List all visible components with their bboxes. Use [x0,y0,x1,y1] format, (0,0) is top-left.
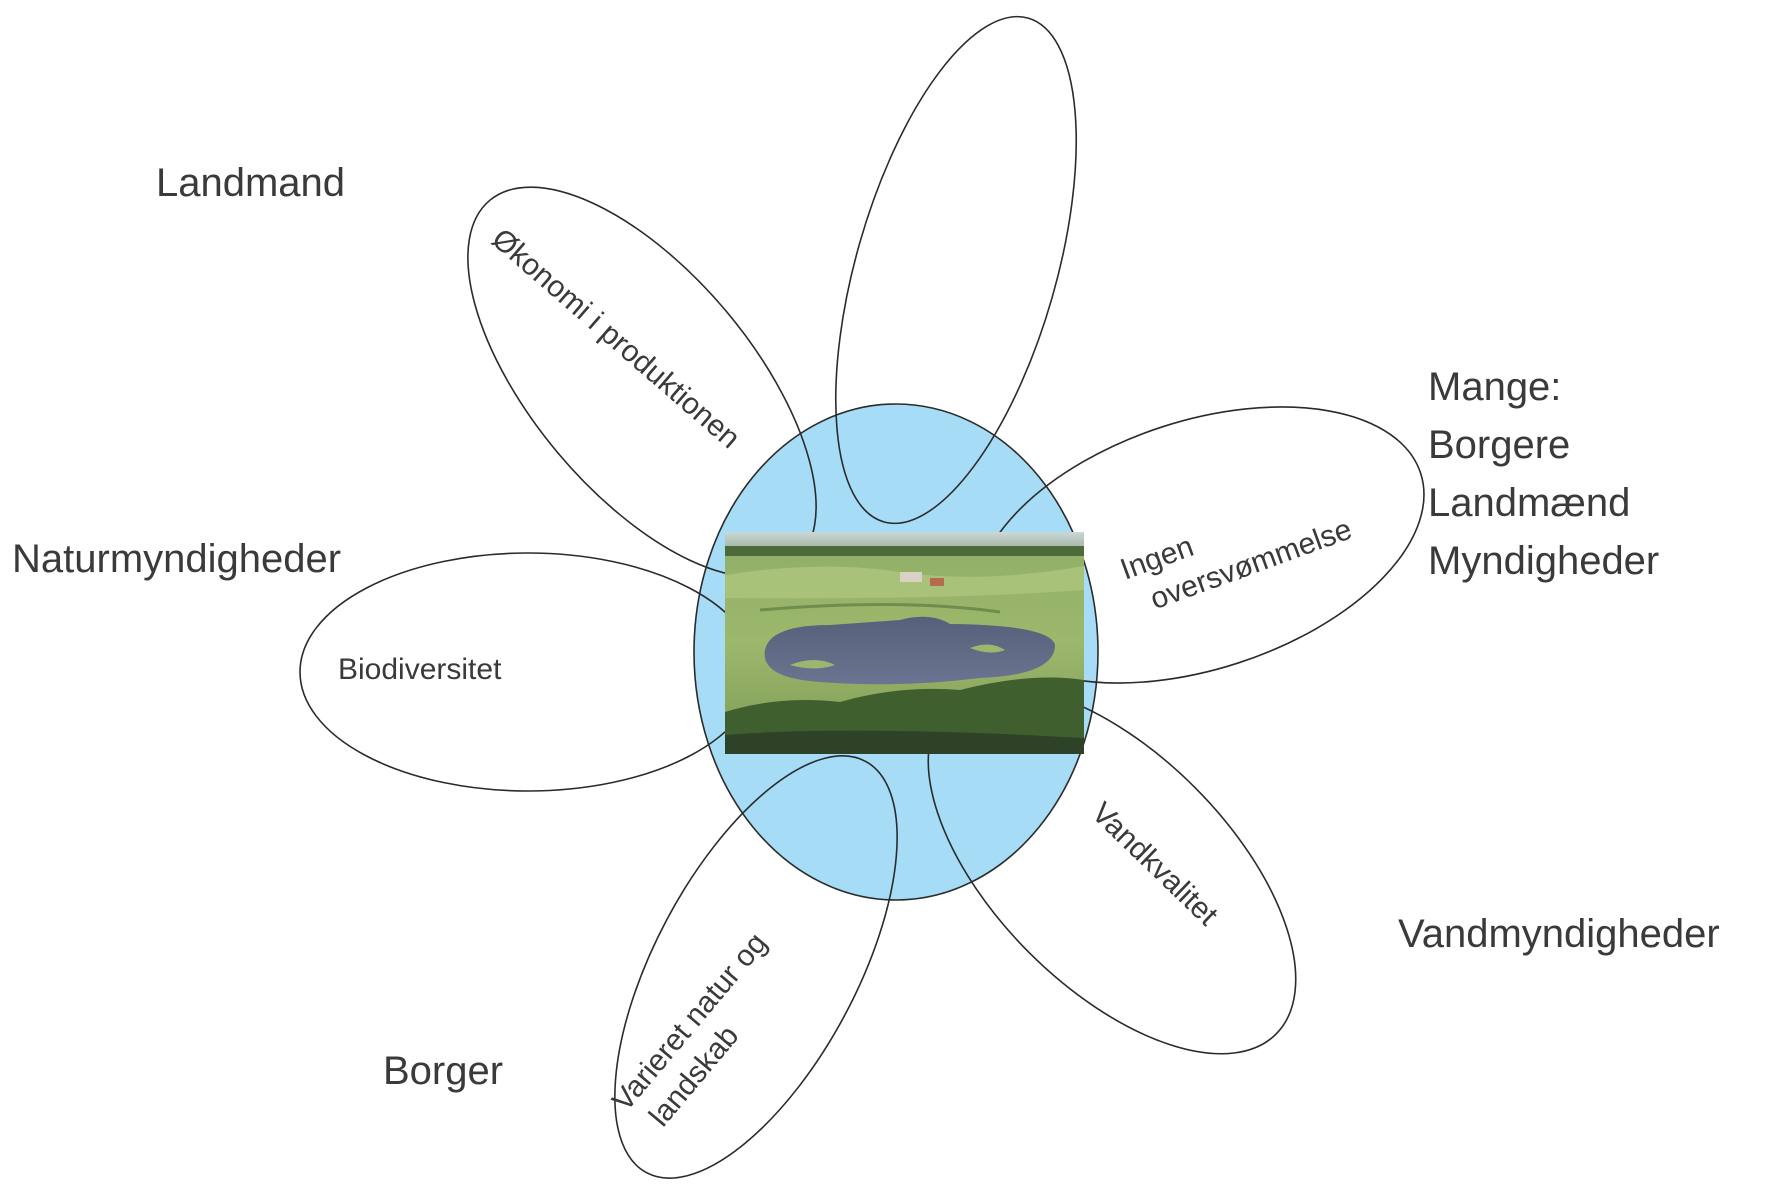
petal-label-okonomi: Økonomi i produktionen [485,222,746,455]
label-vandmyndigheder: Vandmyndigheder [1398,912,1720,956]
petal-varieret [614,755,898,1179]
label-landmand: Landmand [156,161,345,205]
petal-label-biodiversitet: Biodiversitet [338,653,502,686]
label-naturmyndigheder: Naturmyndigheder [12,537,341,581]
petal-label-ingen-group: Ingen oversvømmelse [1116,513,1356,616]
label-myndigheder: Myndigheder [1428,539,1659,583]
petal-label-varieret-group: Varieret natur og landskab [606,927,773,1133]
label-landmaend: Landmænd [1428,481,1630,525]
aerial-lake-photo [725,532,1084,754]
petal-top [834,15,1078,525]
petal-label-vandkvalitet: Vandkvalitet [1085,796,1224,932]
label-mange: Mange: [1428,365,1561,409]
label-borgere: Borgere [1428,423,1570,467]
label-borger: Borger [383,1049,503,1093]
